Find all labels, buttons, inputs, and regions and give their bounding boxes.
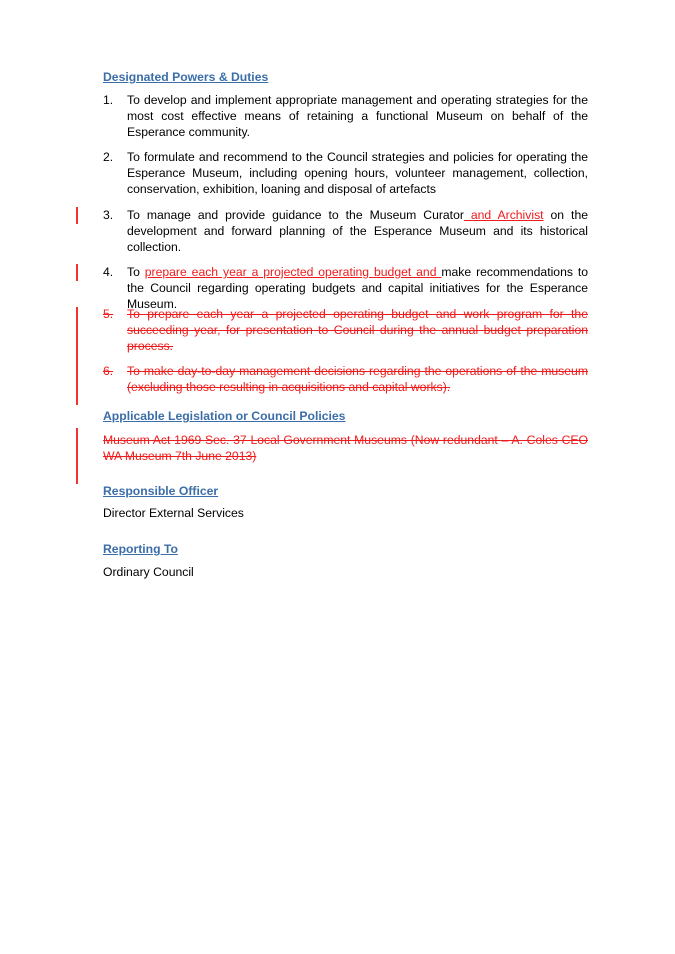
item-number: 2. — [103, 150, 114, 164]
list-item: 3. To manage and provide guidance to the… — [103, 207, 588, 255]
deleted-text: Museum Act 1969 Sec. 37 Local Government… — [103, 433, 588, 463]
list-item-deleted: 6. To make day-to-day management decisio… — [103, 363, 588, 395]
list-item: 1. To develop and implement appropriate … — [103, 92, 588, 140]
deleted-text: To make day-to-day management decisions … — [127, 364, 588, 394]
change-bar — [76, 264, 78, 281]
change-bar — [76, 428, 78, 484]
text: make recommendations to the Council rega… — [127, 265, 588, 311]
inserted-text: and Archivist — [463, 208, 544, 222]
item-number: 5. — [103, 307, 114, 321]
heading-responsible-officer: Responsible Officer — [103, 484, 219, 498]
item-text: To manage and provide guidance to the Mu… — [127, 207, 588, 255]
heading-legislation: Applicable Legislation or Council Polici… — [103, 409, 346, 423]
item-text: To prepare each year a projected operati… — [127, 264, 588, 312]
list-item-deleted: 5. To prepare each year a projected oper… — [103, 306, 588, 354]
change-bar — [76, 207, 78, 224]
list-item: 2. To formulate and recommend to the Cou… — [103, 149, 588, 197]
heading-designated-powers: Designated Powers & Duties — [103, 70, 269, 84]
item-text: To develop and implement appropriate man… — [127, 93, 588, 139]
inserted-text: prepare each year a projected operating … — [144, 265, 442, 279]
item-text: To formulate and recommend to the Counci… — [127, 150, 588, 196]
item-number: 3. — [103, 208, 114, 222]
item-number: 1. — [103, 93, 114, 107]
item-number: 6. — [103, 364, 114, 378]
list-item: 4. To prepare each year a projected oper… — [103, 264, 588, 312]
change-bar — [76, 307, 78, 405]
heading-reporting-to: Reporting To — [103, 542, 178, 556]
text: To manage and provide guidance to the Mu… — [127, 208, 464, 222]
responsible-officer: Director External Services — [103, 506, 244, 520]
text: To — [127, 265, 145, 279]
text: on the development and forward planning … — [127, 208, 588, 254]
deleted-text: To prepare each year a projected operati… — [127, 307, 588, 353]
reporting-to: Ordinary Council — [103, 565, 194, 579]
item-number: 4. — [103, 265, 114, 279]
